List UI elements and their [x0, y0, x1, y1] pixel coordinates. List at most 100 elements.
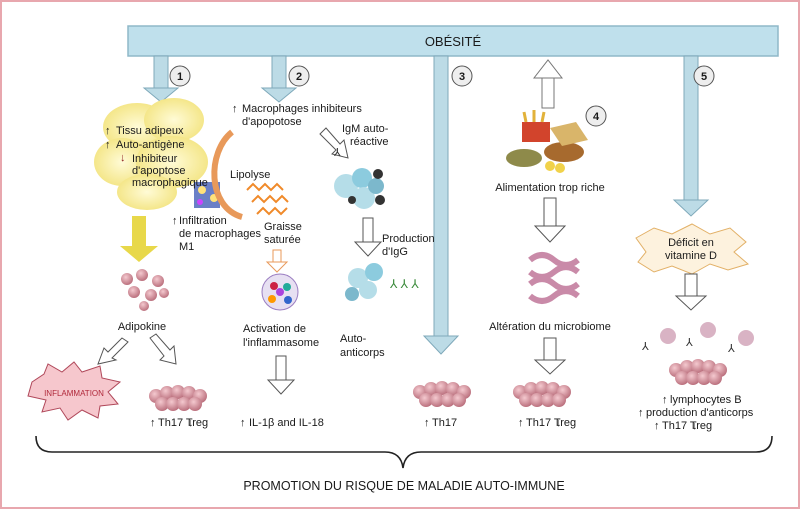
svg-text:3: 3 [459, 71, 465, 83]
down-arrow-icon: ↓ [692, 420, 698, 432]
up-arrow-icon: ↑ [105, 125, 111, 137]
cell [435, 381, 449, 395]
svg-text:⅄: ⅄ [727, 343, 735, 355]
cell [155, 397, 169, 411]
cell [424, 382, 438, 396]
macrophagique-label: macrophagique [132, 177, 208, 189]
igg-label: d'IgG [382, 246, 408, 258]
cell [691, 359, 705, 373]
bottom-label: PROMOTION DU RISQUE DE MALADIE AUTO-IMMU… [243, 479, 564, 493]
step-circle-3: 3 [451, 65, 473, 87]
step-circle-2: 2 [288, 65, 310, 87]
outline-arrows-col1 [97, 333, 177, 365]
macrophages-inhibiteurs-label: Macrophages inhibiteurs [242, 103, 362, 115]
outline-arrow-col4a [533, 197, 567, 243]
cell [171, 385, 185, 399]
arrow-col1 [142, 55, 180, 103]
cell-cluster-col4 [513, 381, 571, 407]
cell [535, 381, 549, 395]
cell [708, 371, 722, 385]
up-arrow-icon: ↑ [518, 417, 524, 429]
lymphocytes-label: lymphocytes B [670, 394, 742, 406]
arrow-col2 [260, 55, 298, 103]
outline-arrow-col4b [533, 337, 567, 375]
lipolyse-arrow [211, 129, 244, 220]
cell [552, 393, 566, 407]
up-arrow-icon: ↑ [424, 417, 430, 429]
antibody-cells-col5: ⅄ ⅄ ⅄ [641, 322, 754, 355]
m1-label: M1 [179, 241, 194, 253]
step-circle-1: 1 [169, 65, 191, 87]
bottom-brace [35, 435, 773, 469]
antibody-icons: ⅄ ⅄ ⅄ [389, 277, 419, 291]
arrow-col4-up [532, 59, 564, 109]
lipolyse-label: Lipolyse [230, 169, 270, 181]
fatty-acid-icon [246, 182, 289, 216]
up-arrow-icon: ↑ [232, 103, 238, 115]
macrophages-label: de macrophages [179, 228, 261, 240]
up-arrow-icon: ↑ [240, 417, 246, 429]
b-cell-cluster [334, 168, 385, 209]
junk-food-image [506, 110, 588, 173]
intestine-icon [528, 252, 580, 304]
outline-arrow-col2 [266, 355, 296, 395]
cell [177, 397, 191, 411]
cell [446, 382, 460, 396]
apopotose-label: d'apopotose [242, 116, 302, 128]
cell [182, 386, 196, 400]
tissu-adipeux-label: Tissu adipeux [116, 125, 184, 137]
cell [166, 397, 180, 411]
cell [546, 382, 560, 396]
obesity-bar: OBÉSITÉ [127, 25, 779, 57]
cell [452, 393, 466, 407]
reactive-label: réactive [350, 136, 389, 148]
cell [419, 393, 433, 407]
svg-text:5: 5 [701, 71, 707, 83]
svg-text:2: 2 [296, 71, 302, 83]
auto-label: Auto- [340, 333, 367, 345]
arrow-col3 [422, 55, 460, 355]
outline-diag-arrow [319, 127, 349, 159]
down-arrow-icon: ↓ [556, 417, 562, 429]
inflammation-label: INFLAMMATION [44, 389, 104, 398]
svg-text:1: 1 [177, 71, 183, 83]
production-label: Production [382, 233, 435, 245]
cell [430, 393, 444, 407]
cell [160, 386, 174, 400]
up-arrow-icon: ↑ [654, 420, 660, 432]
cell [188, 397, 202, 411]
th17-treg-col4: Th17 Treg [526, 417, 576, 429]
svg-text:⅄: ⅄ [685, 337, 693, 349]
cell [675, 371, 689, 385]
cell-cluster-col1 [149, 385, 207, 411]
up-arrow-icon: ↑ [105, 139, 111, 151]
activation-label: Activation de [243, 323, 306, 335]
step-circle-4: 4 [585, 105, 607, 127]
adipokine-cells [121, 269, 169, 311]
cell [702, 360, 716, 374]
inflammation-burst: INFLAMMATION [27, 361, 122, 421]
adipokine-label: Adipokine [118, 321, 166, 333]
svg-text:⅄: ⅄ [641, 341, 649, 353]
up-arrow-icon: ↑ [662, 394, 668, 406]
graisse-label: Graisse [264, 221, 302, 233]
cell [441, 393, 455, 407]
cell [686, 371, 700, 385]
production-anticorps-label: production d'anticorps [646, 407, 754, 419]
yellow-arrow [120, 216, 158, 262]
cell [680, 360, 694, 374]
antibody-icon: ⅄ [333, 147, 341, 159]
deficit-label: Déficit en [668, 237, 714, 249]
cell-cluster-col5 [669, 359, 727, 385]
anticorps-label: anticorps [340, 347, 385, 359]
step-circle-5: 5 [693, 65, 715, 87]
cell [530, 393, 544, 407]
il-label: IL-1β and IL-18 [249, 417, 324, 429]
down-arrow-icon: ↓ [188, 417, 194, 429]
plasma-cell-cluster [345, 263, 383, 301]
obesity-label: OBÉSITÉ [425, 34, 482, 49]
up-arrow-icon: ↑ [172, 215, 178, 227]
saturee-label: saturée [264, 234, 301, 246]
